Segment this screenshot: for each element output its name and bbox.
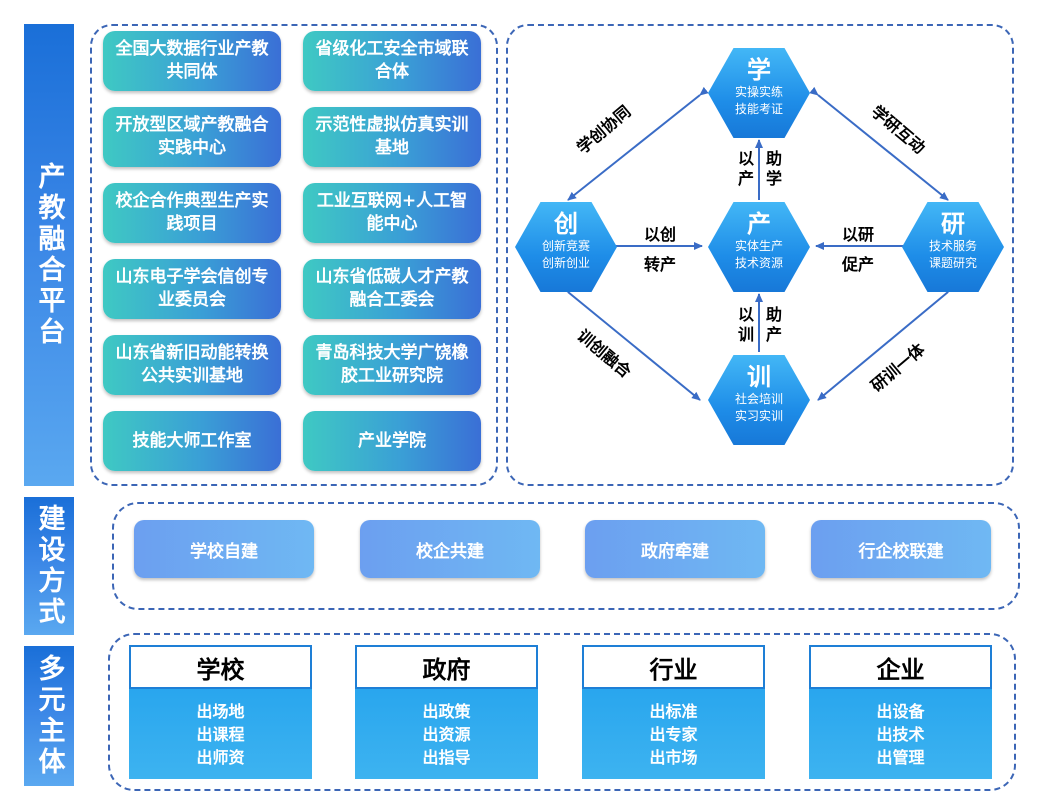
subjects-panel — [108, 633, 1016, 791]
subject-items: 出设备出技术出管理 — [809, 689, 992, 779]
edge-label-xue-chan-right: 助学 — [766, 149, 783, 188]
subject-items: 出场地出课程出师资 — [129, 689, 312, 779]
side-label-build: 建设方式 — [24, 497, 74, 635]
node-chan: 产 实体生产 技术资源 — [708, 202, 810, 292]
subject-column-government: 政府 出政策出资源出指导 — [355, 645, 538, 779]
build-panel — [112, 502, 1020, 610]
platform-item: 技能大师工作室 — [103, 411, 281, 471]
side-label-platform: 产教融合平台 — [24, 24, 74, 486]
subject-name: 行业 — [582, 645, 765, 689]
platform-item: 开放型区域产教融合实践中心 — [103, 107, 281, 167]
platform-panel — [90, 24, 498, 486]
build-method-item: 学校自建 — [134, 520, 314, 578]
platform-item: 工业互联网+人工智能中心 — [303, 183, 481, 243]
build-method-item: 政府牵建 — [585, 520, 765, 578]
subject-name: 企业 — [809, 645, 992, 689]
build-method-item: 行企校联建 — [811, 520, 991, 578]
edge-label-xue-chan-left: 以产 — [738, 149, 755, 188]
platform-item: 青岛科技大学广饶橡胶工业研究院 — [303, 335, 481, 395]
edge-yan-xun — [817, 283, 957, 401]
platform-item: 全国大数据行业产教共同体 — [103, 31, 281, 91]
subject-column-school: 学校 出场地出课程出师资 — [129, 645, 312, 779]
edge-xue-yan — [809, 86, 949, 201]
edge-label-yan-chan: 以研促产 — [842, 225, 875, 274]
edge-label-chuang-chan: 以创转产 — [644, 225, 677, 274]
platform-item: 山东省新旧动能转换公共实训基地 — [103, 335, 281, 395]
edge-chuang-xun — [559, 283, 701, 401]
platform-item: 山东省低碳人才产教融合工委会 — [303, 259, 481, 319]
platform-item: 山东电子学会信创专业委员会 — [103, 259, 281, 319]
platform-item: 校企合作典型生产实践项目 — [103, 183, 281, 243]
subject-name: 政府 — [355, 645, 538, 689]
subject-items: 出政策出资源出指导 — [355, 689, 538, 779]
edge-label-xun-chan-left: 以训 — [738, 305, 755, 344]
node-chuang: 创 创新竞赛 创新创业 — [515, 202, 617, 292]
subject-column-enterprise: 企业 出设备出技术出管理 — [809, 645, 992, 779]
subject-name: 学校 — [129, 645, 312, 689]
platform-item: 省级化工安全市域联合体 — [303, 31, 481, 91]
node-xun: 训 社会培训 实习实训 — [708, 355, 810, 445]
platform-item: 示范性虚拟仿真实训基地 — [303, 107, 481, 167]
node-xue: 学 实操实练 技能考证 — [708, 48, 810, 138]
edge-label-xun-chan-right: 助产 — [766, 305, 783, 344]
node-yan: 研 技术服务 课题研究 — [902, 202, 1004, 292]
side-label-subjects: 多元主体 — [24, 646, 74, 786]
diagram-panel — [506, 24, 1014, 486]
subject-items: 出标准出专家出市场 — [582, 689, 765, 779]
edge-xue-chuang — [567, 86, 709, 201]
subject-column-industry: 行业 出标准出专家出市场 — [582, 645, 765, 779]
platform-item: 产业学院 — [303, 411, 481, 471]
build-method-item: 校企共建 — [360, 520, 540, 578]
